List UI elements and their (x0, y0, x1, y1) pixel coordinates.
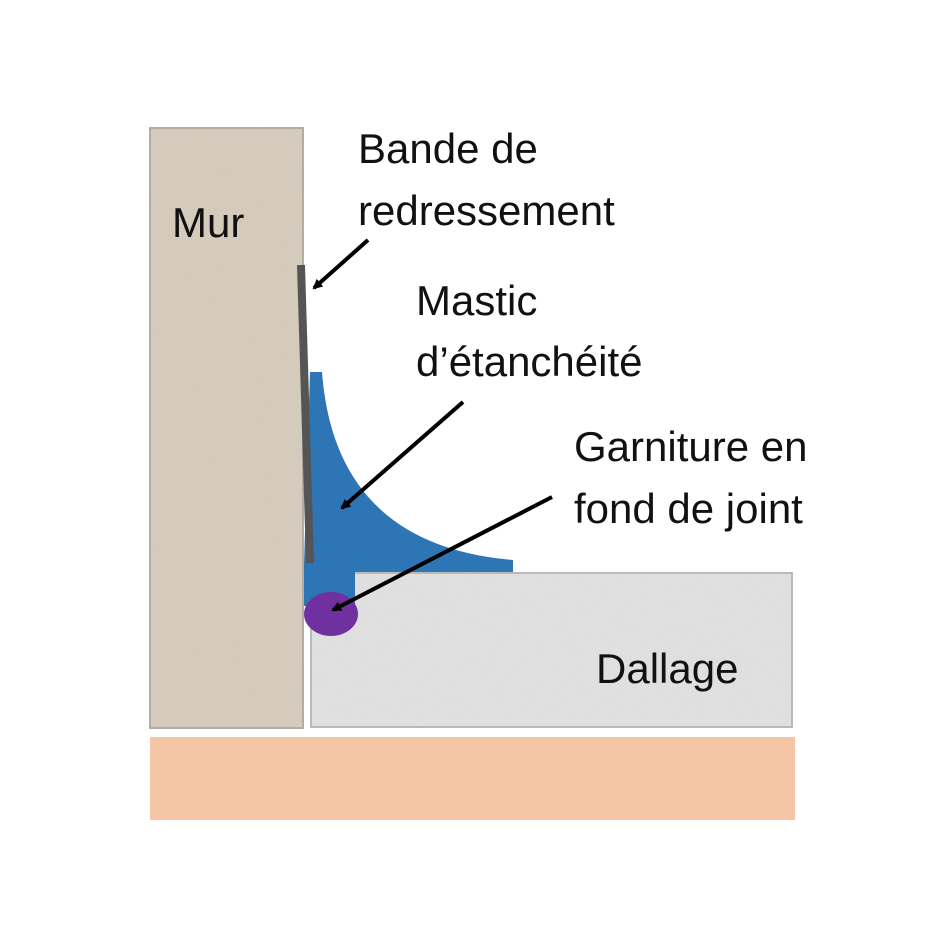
label-slab: Dallage (596, 645, 738, 692)
label-strip-2: redressement (358, 187, 615, 234)
label-strip-1: Bande de (358, 125, 538, 172)
wall (149, 127, 304, 729)
label-backer-1: Garniture en (574, 423, 807, 470)
label-mastic-1: Mastic (416, 277, 537, 324)
label-mastic-2: d’étanchéité (416, 338, 643, 385)
label-wall: Mur (172, 199, 244, 246)
label-backer-2: fond de joint (574, 485, 803, 532)
arrow-strip (312, 238, 370, 290)
backer-rod (304, 592, 358, 636)
sealant-mastic (304, 372, 513, 606)
upstand-strip (297, 264, 314, 564)
base-layer (150, 737, 795, 820)
slab (310, 572, 793, 728)
arrow-mastic (340, 400, 465, 510)
arrow-backer (331, 495, 553, 612)
